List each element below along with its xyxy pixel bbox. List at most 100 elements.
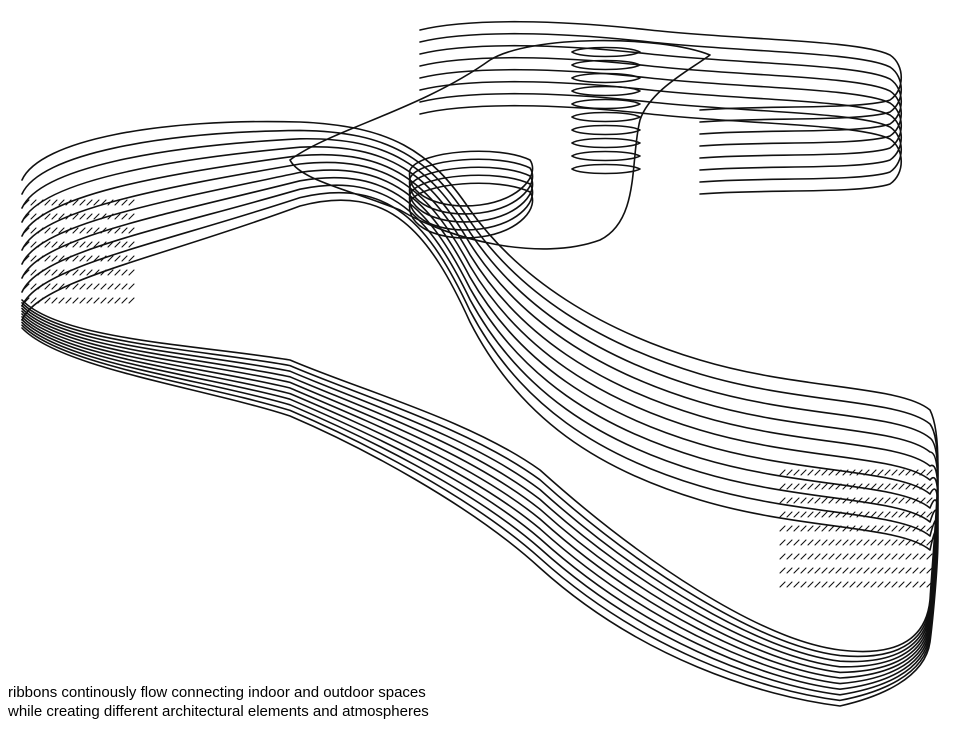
back-wing-ribbon [419, 104, 903, 195]
hatch-stroke [65, 213, 72, 220]
hatch-stroke [821, 511, 828, 518]
hatch-stroke [93, 255, 100, 262]
spiral-ring [571, 163, 641, 175]
back-wing-ribbon [419, 32, 903, 123]
hatch-stroke [786, 525, 793, 532]
hatch-stroke [877, 511, 884, 518]
hatch-stroke [863, 469, 870, 476]
hatch-stroke [51, 213, 58, 220]
hatch-stroke [849, 539, 856, 546]
ribbon-line [21, 129, 939, 658]
hatch-stroke [86, 255, 93, 262]
hatch-stroke [107, 213, 114, 220]
hatch-stroke [121, 199, 128, 206]
hatch-stroke [891, 567, 898, 574]
hatch-stroke [100, 241, 107, 248]
ribbon-line [21, 184, 939, 696]
hatch-stroke [821, 567, 828, 574]
hatch-stroke [72, 227, 79, 234]
hatch-stroke [863, 553, 870, 560]
hatch-stroke [44, 199, 51, 206]
spiral-ring [571, 59, 641, 71]
hatch-stroke [37, 297, 44, 304]
hatch-stroke [30, 199, 37, 206]
hatch-stroke [912, 497, 919, 504]
hatch-stroke [86, 213, 93, 220]
hatch-stroke [856, 553, 863, 560]
hatch-stroke [779, 511, 786, 518]
hatch-stroke [800, 539, 807, 546]
hatch-stroke [884, 567, 891, 574]
hatch-stroke [800, 511, 807, 518]
hatch-stroke [793, 539, 800, 546]
hatch-stroke [30, 227, 37, 234]
hatch-stroke [65, 283, 72, 290]
hatch-stroke [863, 525, 870, 532]
hatch-stroke [114, 297, 121, 304]
hatch-stroke [877, 539, 884, 546]
hatch-stroke [863, 567, 870, 574]
hatch-stroke [891, 483, 898, 490]
spiral-ring [571, 137, 641, 149]
hatch-stroke [793, 497, 800, 504]
hatch-stroke [926, 511, 933, 518]
hatch-stroke [65, 269, 72, 276]
hatch-stroke [30, 269, 37, 276]
hatch-stroke [807, 469, 814, 476]
loop-ribbon [408, 182, 534, 239]
hatch-stroke [807, 553, 814, 560]
hatch-stroke [877, 497, 884, 504]
hatch-stroke [72, 241, 79, 248]
hatch-stroke [58, 283, 65, 290]
hatch-stroke [128, 297, 135, 304]
hatch-stroke [23, 255, 30, 262]
hatch-stroke [86, 283, 93, 290]
hatch-stroke [814, 497, 821, 504]
caption-line-2: while creating different architectural e… [8, 703, 429, 720]
hatch-stroke [905, 525, 912, 532]
hatch-stroke [905, 581, 912, 588]
hatch-stroke [800, 483, 807, 490]
hatch-stroke [842, 469, 849, 476]
hatch-stroke [44, 227, 51, 234]
hatch-stroke [884, 483, 891, 490]
hatch-stroke [814, 553, 821, 560]
hatch-stroke [807, 581, 814, 588]
hatch-stroke [800, 553, 807, 560]
hatch-stroke [835, 581, 842, 588]
loop-ribbon [408, 166, 534, 223]
hatch-stroke [128, 269, 135, 276]
hatch-stroke [86, 297, 93, 304]
hatch-stroke [898, 497, 905, 504]
hatch-stroke [877, 553, 884, 560]
hatch-stroke [821, 581, 828, 588]
hatch-stroke [849, 483, 856, 490]
hatch-stroke [905, 511, 912, 518]
hatch-stroke [793, 581, 800, 588]
hatch-stroke [828, 511, 835, 518]
hatch-stroke [919, 581, 926, 588]
hatch-stroke [37, 199, 44, 206]
hatch-stroke [793, 525, 800, 532]
hatch-stroke [905, 539, 912, 546]
hatch-stroke [23, 297, 30, 304]
hatch-stroke [121, 283, 128, 290]
hatch-stroke [835, 567, 842, 574]
hatch-stroke [37, 213, 44, 220]
hatch-stroke [72, 297, 79, 304]
hatch-stroke [114, 213, 121, 220]
hatch-stroke [891, 525, 898, 532]
hatch-stroke [37, 255, 44, 262]
hatch-stroke [807, 539, 814, 546]
hatch-stroke [121, 241, 128, 248]
hatch-stroke [128, 241, 135, 248]
hatch-stroke [884, 469, 891, 476]
hatch-stroke [821, 525, 828, 532]
hatch-stroke [44, 241, 51, 248]
hatch-stroke [107, 283, 114, 290]
hatch-stroke [926, 483, 933, 490]
hatch-stroke [926, 525, 933, 532]
hatch-stroke [793, 511, 800, 518]
hatch-stroke [856, 483, 863, 490]
hatch-stroke [793, 469, 800, 476]
